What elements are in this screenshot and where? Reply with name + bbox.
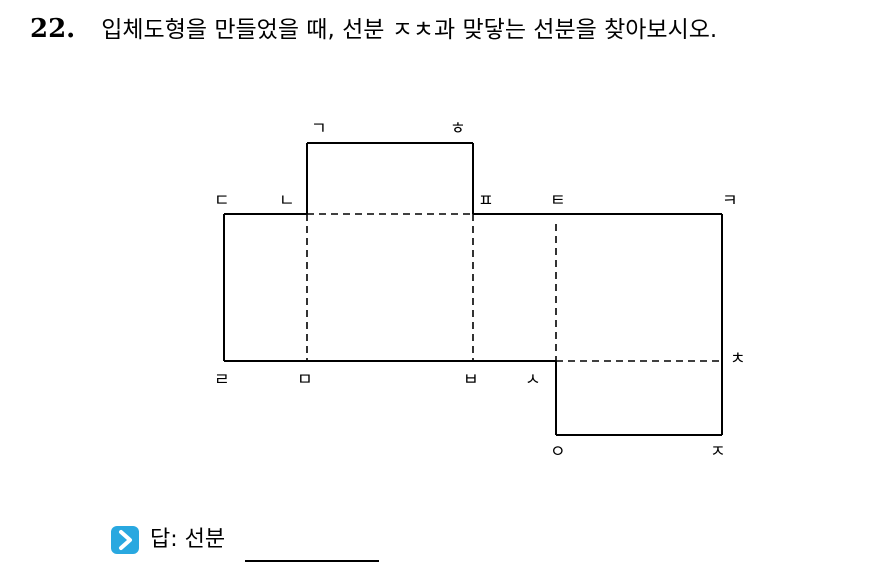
answer-label: 답: 선분	[150, 527, 226, 552]
net-outline	[223, 142, 723, 436]
vertex-label-jieut: ㅈ	[710, 442, 726, 462]
vertex-labels: ㄱ ㅎ ㄷ ㄴ ㅍ ㅌ ㅋ ㄹ ㅁ ㅂ ㅅ ㅊ ㅇ ㅈ	[214, 119, 746, 462]
question: 22. 입체도형을 만들었을 때, 선분 ㅈㅊ과 맞닿는 선분을 찾아보시오.	[30, 14, 717, 45]
vertex-label-rieul: ㄹ	[214, 370, 230, 390]
vertex-label-hieut: ㅎ	[450, 119, 466, 139]
vertex-label-ieung: ㅇ	[550, 442, 566, 462]
answer-blank[interactable]	[245, 530, 380, 562]
question-number: 22.	[30, 14, 76, 44]
vertex-label-giyeok: ㄱ	[311, 119, 327, 139]
vertex-label-kieuk: ㅋ	[722, 191, 738, 211]
vertex-label-digeut: ㄷ	[214, 191, 230, 211]
fold-lines	[306, 213, 722, 362]
vertex-label-mieum: ㅁ	[297, 370, 313, 390]
answer-icon-background	[111, 526, 139, 554]
vertex-label-tieut: ㅌ	[550, 191, 566, 211]
vertex-label-chieut: ㅊ	[730, 349, 746, 369]
vertex-label-siot: ㅅ	[525, 370, 541, 390]
vertex-label-bieup: ㅂ	[463, 370, 479, 390]
vertex-label-nieun: ㄴ	[279, 191, 295, 211]
cube-net-diagram: ㄱ ㅎ ㄷ ㄴ ㅍ ㅌ ㅋ ㄹ ㅁ ㅂ ㅅ ㅊ ㅇ ㅈ	[214, 119, 746, 462]
question-text: 입체도형을 만들었을 때, 선분 ㅈㅊ과 맞닿는 선분을 찾아보시오.	[101, 17, 718, 43]
answer-icon-chevron	[119, 530, 132, 550]
vertex-label-pieup: ㅍ	[478, 191, 494, 211]
chevron-right-icon	[111, 526, 139, 554]
answer-row: 답: 선분	[110, 520, 380, 562]
